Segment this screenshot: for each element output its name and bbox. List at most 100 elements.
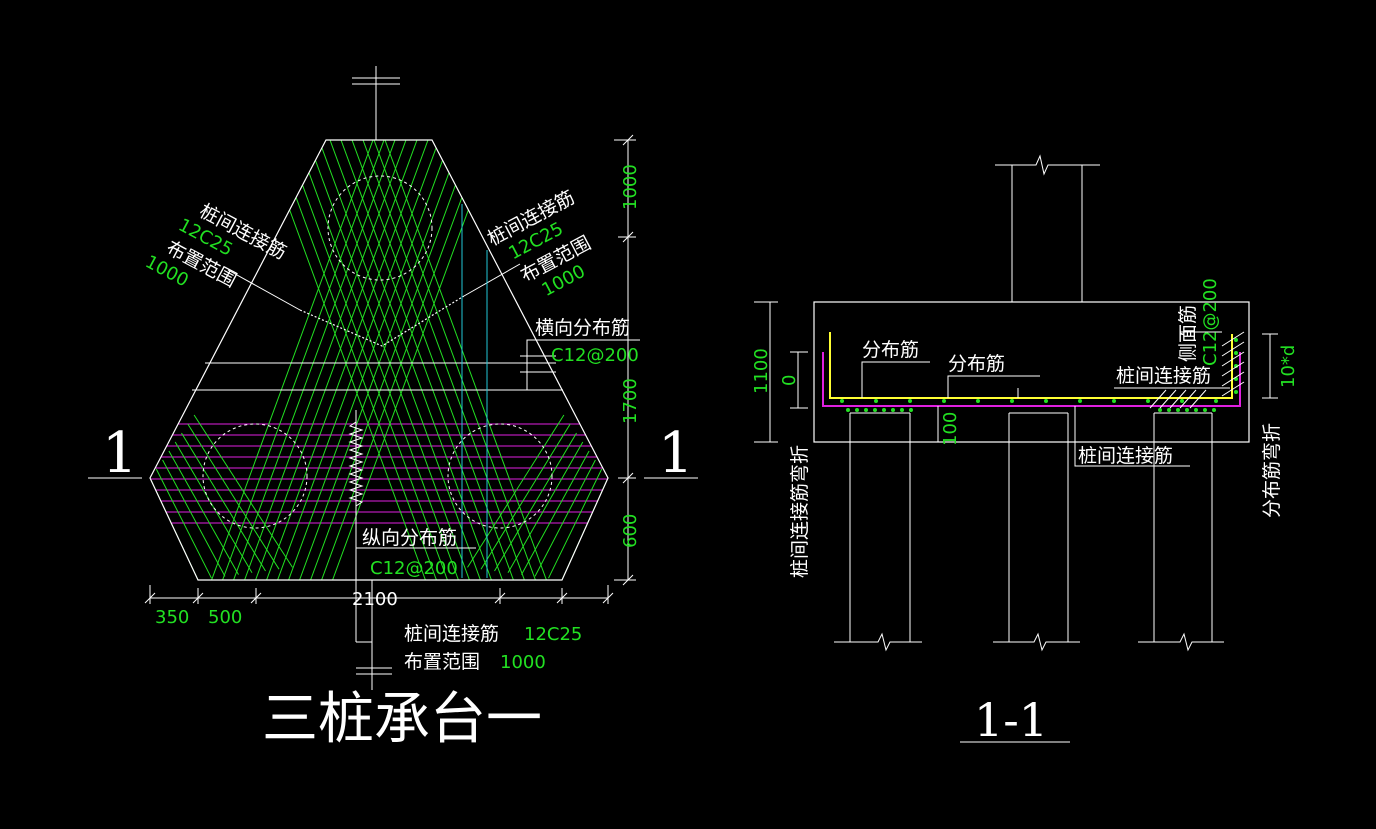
rebar-dot (1212, 408, 1216, 412)
rebar-dot (874, 399, 878, 403)
rebar-dot (1158, 408, 1162, 412)
link-bar (251, 140, 488, 580)
link-bar (240, 140, 477, 580)
rebar-dot (1234, 338, 1238, 342)
link-bar (534, 459, 596, 577)
label-bottom-range: 1000 (500, 652, 546, 673)
link-bar (281, 140, 518, 580)
dim-right-600: 600 (620, 514, 641, 548)
link-bar (248, 140, 485, 580)
link-bar (314, 140, 551, 580)
section-dims-right (1262, 333, 1278, 399)
side-bar-hatch (1149, 331, 1245, 409)
link-bar (229, 140, 466, 580)
rebar-dot (873, 408, 877, 412)
pile-cap-outline (149, 139, 609, 581)
sec-link-label-bottom: 桩间连接筋 (1078, 445, 1173, 467)
link-bar (325, 140, 562, 580)
link-bar (336, 140, 573, 580)
label-bottom-bars: 12C25 (524, 624, 582, 645)
rebar-dot (882, 408, 886, 412)
rebar-dot (1146, 399, 1150, 403)
section-leaders (861, 331, 1230, 467)
rebar-dot (1234, 351, 1238, 355)
dimension-bottom (144, 585, 614, 604)
sec-link-label-top: 桩间连接筋 (1116, 365, 1211, 387)
link-bar (259, 140, 496, 580)
link-range-v (299, 295, 465, 347)
link-bar-magenta (822, 352, 1241, 407)
dim-bottom-500: 500 (208, 607, 242, 628)
link-bar (507, 441, 584, 574)
link-bar (174, 140, 411, 580)
sec-dist-label-1: 分布筋 (862, 339, 919, 361)
label-right-group: 桩间连接筋 12C25 布置范围 1000 (484, 186, 595, 301)
transverse-spec: C12@200 (551, 345, 639, 366)
dim-right-1000: 1000 (620, 164, 641, 210)
link-bar (218, 140, 455, 580)
section-dims-left (754, 301, 946, 443)
link-bar (467, 414, 565, 568)
rebar-dot (1185, 408, 1189, 412)
rebar-dot (1234, 390, 1238, 394)
sec-dim-1100: 1100 (751, 348, 772, 394)
section-view: 1100 0 100 分布筋 分布筋 桩间连接筋 桩间连接筋 侧面筋 C12@2… (751, 154, 1299, 747)
label-left-group: 桩间连接筋 12C25 布置范围 1000 (142, 200, 290, 292)
longitudinal-name: 纵向分布筋 (362, 527, 457, 549)
rebar-dot (1203, 408, 1207, 412)
link-bar (292, 140, 529, 580)
sec-bend-left: 桩间连接筋弯折 (789, 445, 811, 578)
rebar-dot (900, 408, 904, 412)
column (995, 154, 1100, 302)
rebar-dot (1180, 399, 1184, 403)
link-bar (295, 140, 532, 580)
column-axis-bottom (355, 410, 392, 690)
link-bar (226, 140, 463, 580)
link-bar (207, 140, 444, 580)
longitudinal-spec: C12@200 (370, 558, 458, 579)
sec-side-spec: C12@200 (1200, 278, 1221, 366)
column-axis-top (352, 66, 400, 140)
distribution-bar-yellow (829, 332, 1233, 399)
rebar-dot (1112, 399, 1116, 403)
rebar-dots (840, 338, 1238, 412)
sec-bend-len: 10*d (1278, 345, 1299, 388)
link-bar (162, 459, 226, 577)
link-bar (155, 468, 212, 579)
link-bar (480, 423, 571, 570)
rebar-dot (1214, 399, 1218, 403)
sec-dist-label-2: 分布筋 (948, 353, 1005, 375)
link-bar (181, 432, 266, 572)
rebar-dot (909, 408, 913, 412)
transverse-leader (526, 339, 640, 390)
zigzag-mark (348, 421, 364, 507)
sec-bend-right: 分布筋弯折 (1261, 423, 1283, 518)
section-mark-left: 1 (102, 421, 138, 486)
link-bar (270, 140, 507, 580)
leader-right (463, 263, 521, 297)
link-bar (193, 414, 293, 568)
rebar-dot (840, 399, 844, 403)
sec-dim-100: 100 (940, 412, 961, 446)
section-mark-right: 1 (658, 421, 694, 486)
plan-view: 1 1 桩间连接筋 12C25 布置范围 1000 桩间连接筋 12C25 布置… (88, 66, 698, 752)
rebar-dot (1044, 399, 1048, 403)
link-bar (548, 468, 603, 579)
rebar-dot (864, 408, 868, 412)
rebar-dot (942, 399, 946, 403)
rebar-dot (1010, 399, 1014, 403)
sec-dim-0: 0 (779, 375, 800, 386)
link-bar (187, 423, 280, 570)
dim-bottom-2100: 2100 (352, 589, 398, 610)
link-bar (174, 441, 253, 574)
label-bottom-range-label: 布置范围 (404, 651, 480, 673)
link-bar (262, 140, 499, 580)
pile-circle-top (327, 175, 433, 281)
link-bar (185, 140, 422, 580)
link-bar (168, 450, 239, 575)
plan-title: 三桩承台一 (262, 687, 542, 752)
link-bar (303, 140, 540, 580)
dimension-right (614, 134, 636, 586)
pile-cap-section (813, 301, 1250, 443)
